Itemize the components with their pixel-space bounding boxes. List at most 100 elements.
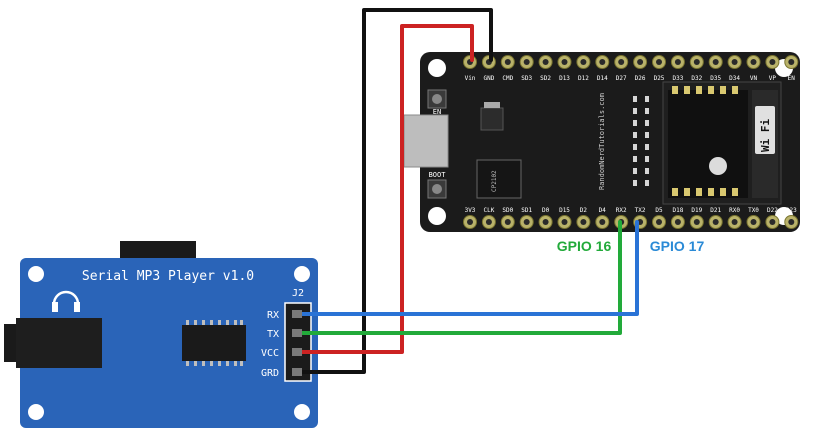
pin-label: D26 bbox=[635, 75, 646, 82]
mount-hole bbox=[28, 404, 44, 420]
headphone-icon bbox=[52, 290, 80, 312]
pin-d34: D34 bbox=[727, 55, 742, 82]
mp3-chip-pins bbox=[186, 320, 243, 366]
boot-label: BOOT bbox=[429, 171, 447, 179]
pin-d22: D22 bbox=[765, 207, 780, 229]
wifi-logo-box bbox=[755, 106, 775, 154]
gpio17-label: GPIO 17 bbox=[650, 238, 705, 254]
mount-hole bbox=[428, 207, 446, 225]
pin-d15: D15 bbox=[557, 207, 572, 229]
pin-hole bbox=[656, 59, 662, 65]
pin-d32: D32 bbox=[689, 55, 704, 82]
pin-d25: D25 bbox=[652, 55, 666, 82]
pin-label: D14 bbox=[597, 75, 608, 82]
pin-d5: D5 bbox=[652, 207, 666, 229]
pin-label: SD2 bbox=[540, 75, 551, 82]
wire-tx bbox=[298, 220, 622, 335]
pin-d14: D14 bbox=[595, 55, 610, 82]
pin-label: 3V3 bbox=[465, 207, 476, 214]
j2-pin-label-tx: TX bbox=[267, 329, 279, 340]
pin-hole bbox=[769, 219, 776, 225]
pin-en: EN bbox=[784, 55, 799, 82]
pin-hole bbox=[712, 219, 719, 225]
pin-hole bbox=[712, 59, 719, 65]
wires bbox=[298, 8, 639, 374]
pin-label: D27 bbox=[616, 75, 627, 82]
pin-label: D21 bbox=[710, 207, 721, 214]
pin-hole bbox=[504, 59, 511, 65]
mp3-chip bbox=[182, 325, 246, 361]
pin-hole bbox=[599, 59, 606, 65]
gpio16-label: GPIO 16 bbox=[557, 238, 612, 254]
pin-label: RX0 bbox=[729, 207, 740, 214]
mp3-pcb bbox=[20, 258, 318, 428]
pin-hole bbox=[674, 59, 681, 65]
pin-label: D22 bbox=[767, 207, 778, 214]
pin-hole bbox=[769, 59, 776, 65]
pin-hole bbox=[542, 59, 549, 65]
pin-hole bbox=[485, 219, 492, 225]
regulator-tab bbox=[484, 102, 500, 108]
pin-hole bbox=[731, 59, 738, 65]
pin-label: CLK bbox=[483, 207, 494, 214]
pin-label: SD3 bbox=[521, 75, 532, 82]
silk-text: RandomNerdTutorials.com bbox=[598, 93, 606, 190]
wifi-shield bbox=[668, 90, 748, 198]
pin-d21: D21 bbox=[708, 207, 723, 229]
pin-label: GND bbox=[483, 75, 494, 82]
pin-vn: VN bbox=[746, 55, 761, 82]
pin-vp: VP bbox=[765, 55, 780, 82]
pin-hole bbox=[523, 59, 530, 65]
pin-d27: D27 bbox=[614, 55, 629, 82]
pin-label: TX0 bbox=[748, 207, 759, 214]
j2-pin-label-vcc: VCC bbox=[261, 348, 279, 359]
pin-hole bbox=[580, 59, 587, 65]
pin-d35: D35 bbox=[708, 55, 723, 82]
sd-slot bbox=[120, 241, 196, 263]
pin-d2: D2 bbox=[576, 207, 591, 229]
esp32-board: EN BOOT CP2102 RandomNerdTutorials.com W… bbox=[403, 52, 800, 232]
usb-connector bbox=[403, 114, 449, 168]
pin-sd2: SD2 bbox=[538, 55, 553, 82]
pin-d23: D23 bbox=[784, 207, 799, 229]
pin-hole bbox=[561, 59, 568, 65]
pin-label: D15 bbox=[559, 207, 570, 214]
pin-3v3: 3V3 bbox=[463, 207, 477, 229]
pin-label: VP bbox=[769, 75, 777, 82]
pin-label: D0 bbox=[542, 207, 550, 214]
pin-label: D19 bbox=[691, 207, 702, 214]
pin-hole bbox=[523, 219, 530, 225]
audio-jack bbox=[16, 318, 102, 368]
pin-sd0: SD0 bbox=[500, 207, 515, 229]
wifi-logo-text: Wi Fi bbox=[759, 119, 772, 152]
pin-label: SD1 bbox=[521, 207, 532, 214]
pin-hole bbox=[750, 59, 757, 65]
pin-label: D35 bbox=[710, 75, 721, 82]
pin-rx0: RX0 bbox=[727, 207, 742, 229]
pin-label: RX2 bbox=[616, 207, 627, 214]
wifi-module: Wi Fi bbox=[662, 81, 782, 205]
j2-label: J2 bbox=[292, 288, 304, 299]
pin-hole bbox=[504, 219, 511, 225]
pin-label: D2 bbox=[580, 207, 588, 214]
pin-label: D13 bbox=[559, 75, 570, 82]
pin-hole bbox=[788, 59, 795, 65]
pin-sd1: SD1 bbox=[519, 207, 534, 229]
pin-hole bbox=[580, 219, 587, 225]
pin-label: D18 bbox=[672, 207, 683, 214]
en-label: EN bbox=[433, 108, 441, 116]
pin-hole bbox=[731, 219, 738, 225]
pin-d12: D12 bbox=[576, 55, 591, 82]
pin-tx0: TX0 bbox=[746, 207, 761, 229]
pin-hole bbox=[599, 219, 606, 225]
pin-hole bbox=[674, 219, 681, 225]
j2-pin-label-rx: RX bbox=[267, 310, 279, 321]
pin-label: SD0 bbox=[502, 207, 513, 214]
cp2102-chip bbox=[476, 159, 522, 199]
mount-hole bbox=[428, 59, 446, 77]
